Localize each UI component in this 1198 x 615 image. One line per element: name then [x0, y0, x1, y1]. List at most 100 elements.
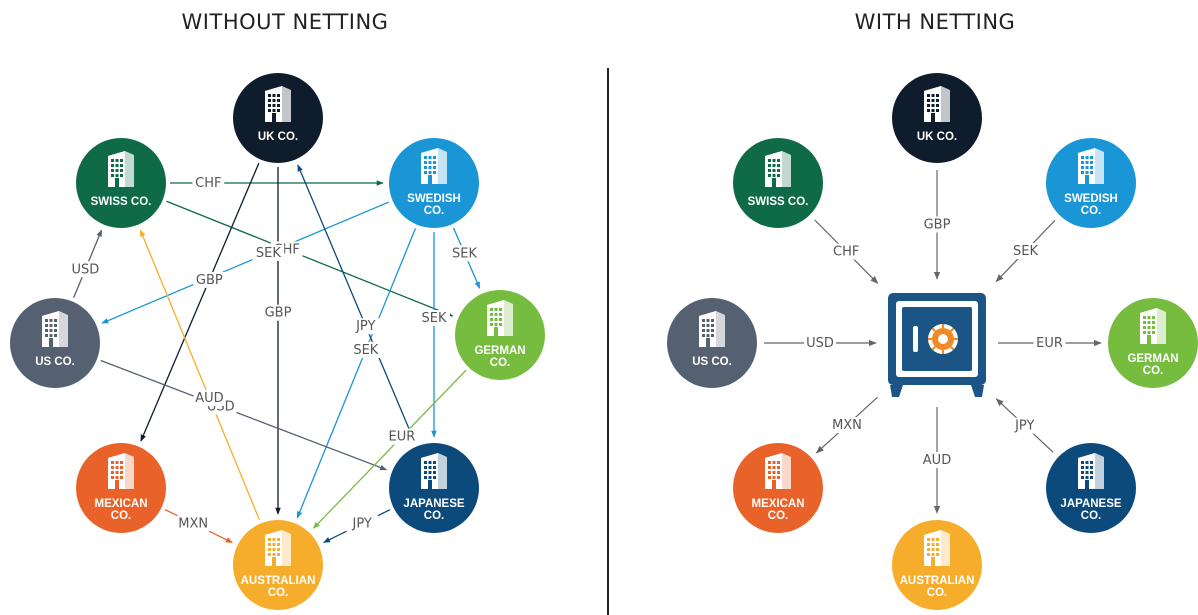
- building-icon: [108, 151, 134, 187]
- company-label: CO.: [424, 205, 444, 217]
- netting-label-japanese: JPY: [1008, 417, 1041, 434]
- svg-text:SEK: SEK: [256, 246, 281, 261]
- company-label: SWISS CO.: [91, 196, 152, 208]
- svg-text:GBP: GBP: [924, 218, 951, 233]
- company-node-swiss: SWISS CO.: [733, 138, 823, 228]
- company-node-uk: UK CO.: [892, 73, 982, 163]
- flow-label-swedish-to-us: SEK: [252, 244, 285, 261]
- company-label: GERMAN: [1127, 353, 1178, 365]
- flow-label-japanese-to-uk: JPY: [349, 318, 382, 335]
- building-icon: [265, 86, 291, 122]
- building-icon: [42, 311, 68, 347]
- company-label: CO.: [1081, 205, 1101, 217]
- company-label: SWEDISH: [1064, 193, 1118, 205]
- company-label: CO.: [268, 587, 288, 599]
- svg-text:JPY: JPY: [355, 319, 375, 334]
- company-label: US CO.: [692, 356, 732, 368]
- without-netting-companies: UK CO.SWEDISHCO.GERMANCO.JAPANESECO.AUST…: [10, 73, 545, 610]
- company-label: GERMAN: [474, 345, 525, 357]
- company-label: CO.: [1081, 510, 1101, 522]
- svg-text:SEK: SEK: [353, 343, 378, 358]
- vault-icon: [888, 293, 986, 397]
- flow-arrow-swedish-to-australian: [296, 228, 417, 519]
- flow-label-australian-to-swiss: AUD: [193, 390, 226, 407]
- flow-arrow-swiss-to-german: [166, 200, 454, 317]
- netting-label-us: USD: [804, 335, 836, 351]
- svg-text:AUD: AUD: [923, 453, 951, 468]
- building-icon: [265, 530, 291, 566]
- svg-text:CHF: CHF: [195, 176, 221, 191]
- svg-text:AUD: AUD: [195, 391, 223, 406]
- flow-label-us-to-swiss: USD: [69, 261, 102, 278]
- netting-label-mexican: MXN: [831, 417, 863, 434]
- flow-arrow-swedish-to-us: [101, 201, 390, 324]
- company-label: AUSTRALIAN: [241, 575, 316, 587]
- flow-arrow-uk-to-mexican: [140, 162, 260, 442]
- company-label: JAPANESE: [403, 498, 464, 510]
- company-label: CO.: [490, 357, 510, 369]
- building-icon: [765, 151, 791, 187]
- netting-label-swiss: CHF: [830, 243, 863, 260]
- netting-label-swedish: SEK: [1009, 242, 1042, 259]
- flow-label-japanese-to-australian: JPY: [346, 515, 379, 532]
- flow-label-german-to-australian: EUR: [385, 428, 418, 445]
- flow-label-swiss-to-swedish: CHF: [192, 175, 225, 191]
- flow-label-swedish-to-german: SEK: [448, 245, 481, 262]
- company-node-swiss: SWISS CO.: [76, 138, 166, 228]
- building-icon: [108, 453, 134, 489]
- svg-text:GBP: GBP: [265, 306, 292, 321]
- company-label: MEXICAN: [751, 498, 804, 510]
- building-icon: [699, 311, 725, 347]
- company-label: US CO.: [35, 356, 75, 368]
- building-icon: [1078, 148, 1104, 184]
- building-icon: [924, 530, 950, 566]
- without-netting-title: WITHOUT NETTING: [181, 10, 389, 34]
- company-node-us: US CO.: [667, 298, 757, 388]
- company-label: MEXICAN: [94, 498, 147, 510]
- netting-label-uk: GBP: [921, 216, 953, 233]
- company-label: CO.: [424, 510, 444, 522]
- svg-text:JPY: JPY: [1014, 419, 1034, 434]
- building-icon: [1078, 453, 1104, 489]
- netting-label-australian: AUD: [921, 452, 953, 468]
- with-netting-title: WITH NETTING: [854, 10, 1016, 34]
- svg-text:SEK: SEK: [452, 246, 477, 261]
- building-icon: [1140, 308, 1166, 344]
- flow-arrow-us-to-japanese: [100, 359, 388, 471]
- flow-label-swedish-to-australian: SEK: [349, 341, 382, 358]
- company-label: CO.: [768, 510, 788, 522]
- flow-arrow-japanese-to-uk: [297, 164, 416, 444]
- svg-text:SEK: SEK: [1013, 244, 1038, 259]
- svg-text:GBP: GBP: [196, 273, 223, 288]
- svg-text:EUR: EUR: [389, 430, 416, 445]
- building-icon: [421, 148, 447, 184]
- company-node-us: US CO.: [10, 298, 100, 388]
- flow-label-mexican-to-australian: MXN: [177, 515, 210, 532]
- company-label: UK CO.: [258, 131, 298, 143]
- company-label: SWEDISH: [407, 193, 461, 205]
- svg-text:USD: USD: [71, 262, 99, 277]
- company-node-uk: UK CO.: [233, 73, 323, 163]
- netting-label-german: EUR: [1033, 335, 1066, 351]
- svg-text:CHF: CHF: [833, 245, 859, 260]
- company-label: UK CO.: [917, 131, 957, 143]
- svg-text:JPY: JPY: [352, 516, 372, 531]
- svg-text:EUR: EUR: [1036, 336, 1063, 351]
- building-icon: [765, 453, 791, 489]
- company-label: AUSTRALIAN: [900, 575, 975, 587]
- svg-text:SEK: SEK: [422, 311, 447, 326]
- svg-text:MXN: MXN: [832, 418, 862, 433]
- company-label: CO.: [927, 587, 947, 599]
- svg-text:MXN: MXN: [178, 516, 208, 531]
- svg-text:USD: USD: [806, 336, 834, 351]
- company-label: JAPANESE: [1060, 498, 1121, 510]
